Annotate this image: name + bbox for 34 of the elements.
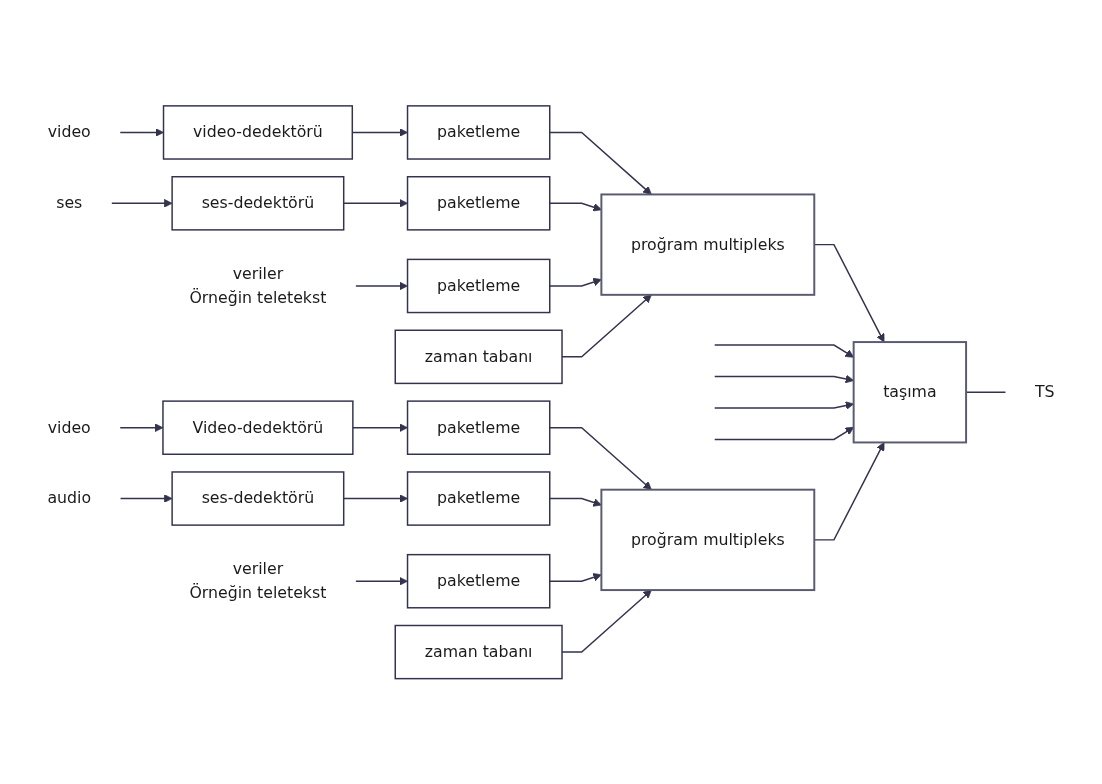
node-box: proğram multipleks	[600, 193, 816, 296]
arrow	[549, 202, 602, 212]
node-box: ses-dedektörü	[171, 175, 345, 231]
arrow	[119, 493, 173, 503]
node-box: proğram multipleks	[600, 488, 816, 591]
arrow	[355, 576, 408, 586]
arrow	[549, 426, 652, 490]
node-text: veriler Örneğin teletekst	[189, 264, 327, 307]
node-text: TS	[1034, 382, 1055, 401]
node-box: ses-dedektörü	[171, 470, 345, 526]
node-box: video-dedektörü	[162, 104, 354, 160]
node-box: taşıma	[852, 340, 968, 444]
node-text: audio	[47, 488, 92, 508]
arrow	[549, 572, 602, 582]
node-text: video	[47, 417, 91, 437]
arrow	[111, 198, 173, 208]
node-box: Video-dedektörü	[162, 400, 354, 455]
arrow	[119, 127, 164, 137]
arrow	[549, 497, 602, 507]
arrow	[549, 131, 652, 195]
node-text: video	[47, 122, 91, 142]
arrow	[355, 281, 408, 291]
node-box: paketleme	[406, 175, 551, 231]
node-box: paketleme	[406, 470, 551, 526]
node-box: paketleme	[406, 258, 551, 313]
node-box: paketleme	[406, 553, 551, 609]
node-box: paketleme	[406, 104, 551, 160]
node-box: zaman tabanı	[394, 624, 563, 680]
node-box: paketleme	[406, 400, 551, 455]
arrow	[549, 277, 602, 287]
node-box: zaman tabanı	[394, 329, 563, 384]
arrow	[352, 423, 408, 432]
node-text: ses	[56, 193, 83, 212]
node-text: veriler Örneğin teletekst	[189, 559, 327, 602]
